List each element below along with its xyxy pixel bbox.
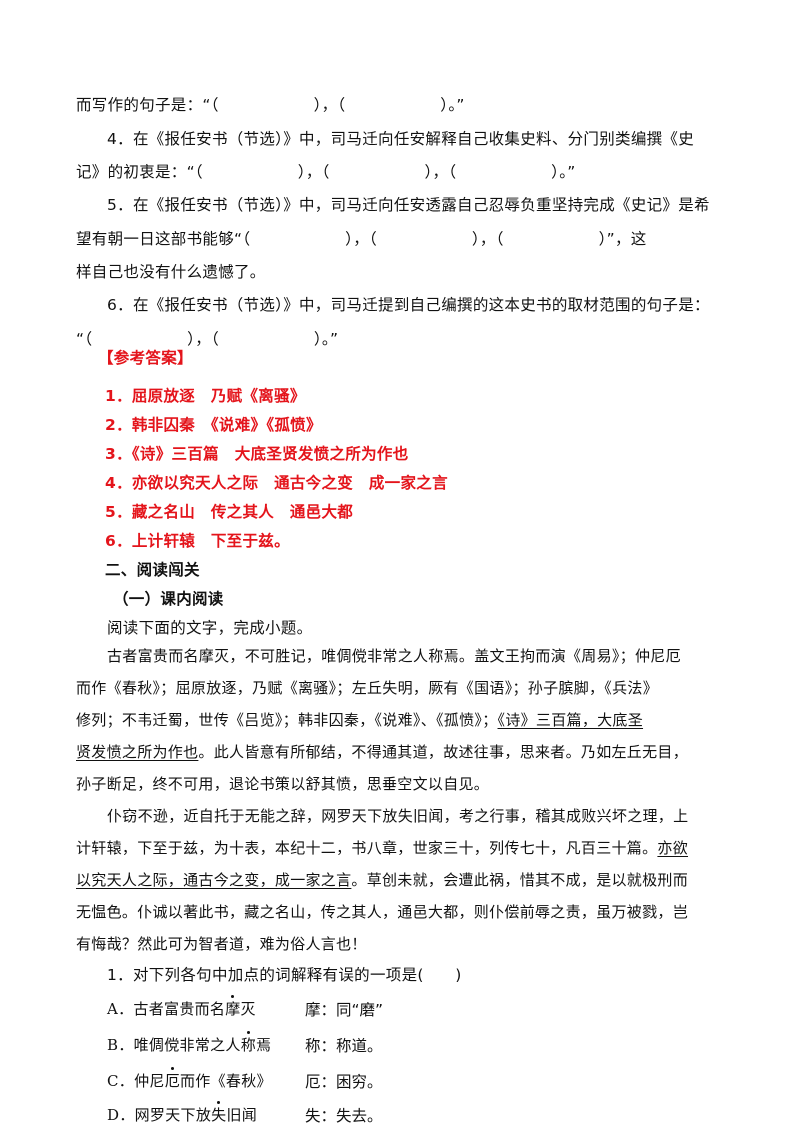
answer-item: 3．《诗》三百篇 大底圣贤发愤之所为作也 [105,445,409,463]
passage-line: 以究天人之际，通古今之变，成一家之言。草创未就，会遭此祸，惜其不成，是以就极刑而 [76,871,689,889]
underlined-sentence: 以究天人之际，通古今之变，成一家之言 [76,871,352,889]
option-c: C．仲尼厄而作《春秋》 [107,1072,272,1090]
passage-line: 计轩辕，下至于兹，为十表，本纪十二，书八章，世家三十，列传七十，凡百三十篇。亦欲 [76,839,689,857]
dotted-word: 称 [240,1036,257,1054]
passage-line: 而作《春秋》；屈原放逐，乃赋《离骚》；左丘失明，厥有《国语》；孙子膑脚，《兵法》 [76,679,659,697]
passage-line: 贤发愤之所为作也。此人皆意有所郁结，不得通其道，故述往事，思来者。乃如左丘无目， [76,743,689,761]
answer-item: 4．亦欲以究天人之际 通古今之变 成一家之言 [105,474,448,492]
passage-line: 无愠色。仆诚以著此书，藏之名山，传之其人，通邑大都，则仆偿前辱之责，虽万被戮，岂 [76,903,689,921]
underlined-sentence: 亦欲 [657,839,689,857]
answer-item: 1．屈原放逐 乃赋《离骚》 [105,387,306,405]
question-3-tail: 而写作的句子是：“（ ），（ ）。” [76,96,465,114]
answer-item: 2．韩非囚秦 《说难》《孤愤》 [105,416,322,434]
question-4-line-2: 记》的初衷是：“（ ），（ ），（ ）。” [76,163,576,181]
passage-line: 修列；不韦迁蜀，世传《吕览》；韩非囚秦，《说难》、《孤愤》；《诗》三百篇，大底圣 [76,711,644,729]
question-5-line-1: 5．在《报任安书（节选）》中，司马迁向任安透露自己忍辱负重坚持完成《史记》是希 [107,196,710,214]
option-c-note: 厄：困穷。 [305,1073,383,1091]
answer-header: 【参考答案】 [98,349,193,367]
question-4-line-1: 4．在《报任安书（节选）》中，司马迁向任安解释自己收集史料、分门别类编撰《史 [107,130,695,148]
reading-instruction: 阅读下面的文字，完成小题。 [107,619,313,637]
question-6-line-1: 6．在《报任安书（节选）》中，司马迁提到自己编撰的这本史书的取材范围的句子是： [107,296,710,314]
underlined-sentence: 《诗》三百篇，大底圣 [497,711,644,729]
underlined-sentence: 贤发愤之所为作也 [76,743,199,761]
option-b-note: 称：称道。 [305,1037,383,1055]
question-5-line-3: 样自己也没有什么遗憾了。 [76,263,266,281]
passage-line: 孙子断足，终不可用，退论书策以舒其愤，思垂空文以自见。 [76,775,490,793]
passage-line: 古者富贵而名摩灭，不可胜记，唯倜傥非常之人称焉。盖文王拘而演《周易》；仲尼厄 [107,647,681,665]
option-a: A．古者富贵而名摩灭 [107,1000,256,1018]
dotted-word: 摩 [225,1000,241,1018]
option-d-note: 失：失去。 [305,1107,383,1125]
question-1-stem: 1．对下列各句中加点的词解释有误的一项是( ) [107,966,462,984]
passage-line: 有悔哉？然此可为智者道，难为俗人言也！ [76,935,367,953]
section-title: 二、阅读闯关 [105,561,200,579]
section-subtitle: （一）课内阅读 [113,590,224,608]
option-b: B．唯倜傥非常之人称焉 [107,1036,272,1054]
question-5-line-2: 望有朝一日这部书能够“（ ），（ ），（ ）”，这 [76,230,647,248]
answer-item: 6．上计轩辕 下至于兹。 [105,532,290,550]
dotted-word: 失 [211,1106,227,1124]
answer-item: 5．藏之名山 传之其人 通邑大都 [105,503,354,521]
option-d: D．网罗天下放失旧闻 [107,1106,258,1124]
question-6-line-2: “（ ），（ ）。” [76,330,339,348]
option-a-note: 摩：同“磨” [305,1001,384,1019]
dotted-word: 厄 [164,1072,180,1090]
passage-line: 仆窃不逊，近自托于无能之辞，网罗天下放失旧闻，考之行事，稽其成败兴坏之理，上 [107,807,689,825]
